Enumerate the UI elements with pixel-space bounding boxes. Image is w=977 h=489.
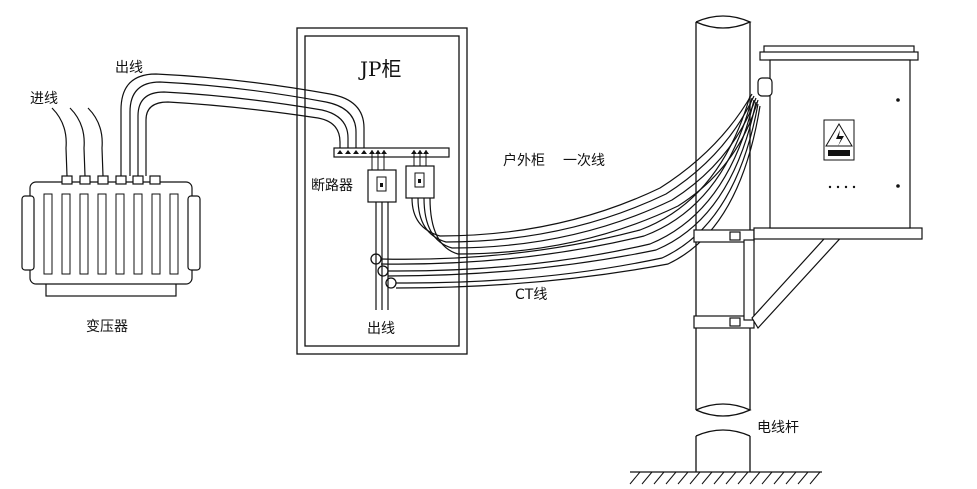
outdoor-cabinet xyxy=(757,45,919,229)
label-jp-cabinet: JP柜 xyxy=(358,57,401,81)
label-outgoing-line-top: 出线 xyxy=(115,60,143,76)
mounting-bracket xyxy=(693,227,923,329)
circuit-breaker-1 xyxy=(367,169,397,203)
breaker-taps xyxy=(337,150,429,170)
label-transformer: 变压器 xyxy=(86,319,128,335)
outgoing-wire-bundle xyxy=(120,73,365,176)
transformer-fins xyxy=(43,193,179,275)
utility-pole xyxy=(695,15,752,472)
label-breaker: 断路器 xyxy=(311,178,353,194)
incoming-wires xyxy=(51,107,104,177)
transformer xyxy=(21,175,201,297)
circuit-breaker-2 xyxy=(405,165,435,199)
label-primary-line: 一次线 xyxy=(563,153,605,169)
busbar xyxy=(333,147,450,158)
label-outgoing-line-bottom: 出线 xyxy=(367,321,395,337)
label-ct-line: CT线 xyxy=(515,287,547,303)
jp-cabinet xyxy=(296,27,468,355)
label-outdoor-cabinet: 户外柜 xyxy=(503,152,545,169)
warning-sign xyxy=(823,119,855,161)
ground xyxy=(629,471,822,485)
label-incoming-line: 进线 xyxy=(30,91,58,107)
outgoing-lines-bottom xyxy=(375,202,389,310)
label-utility-pole: 电线杆 xyxy=(757,420,799,436)
ct-line-bundle xyxy=(380,95,761,289)
